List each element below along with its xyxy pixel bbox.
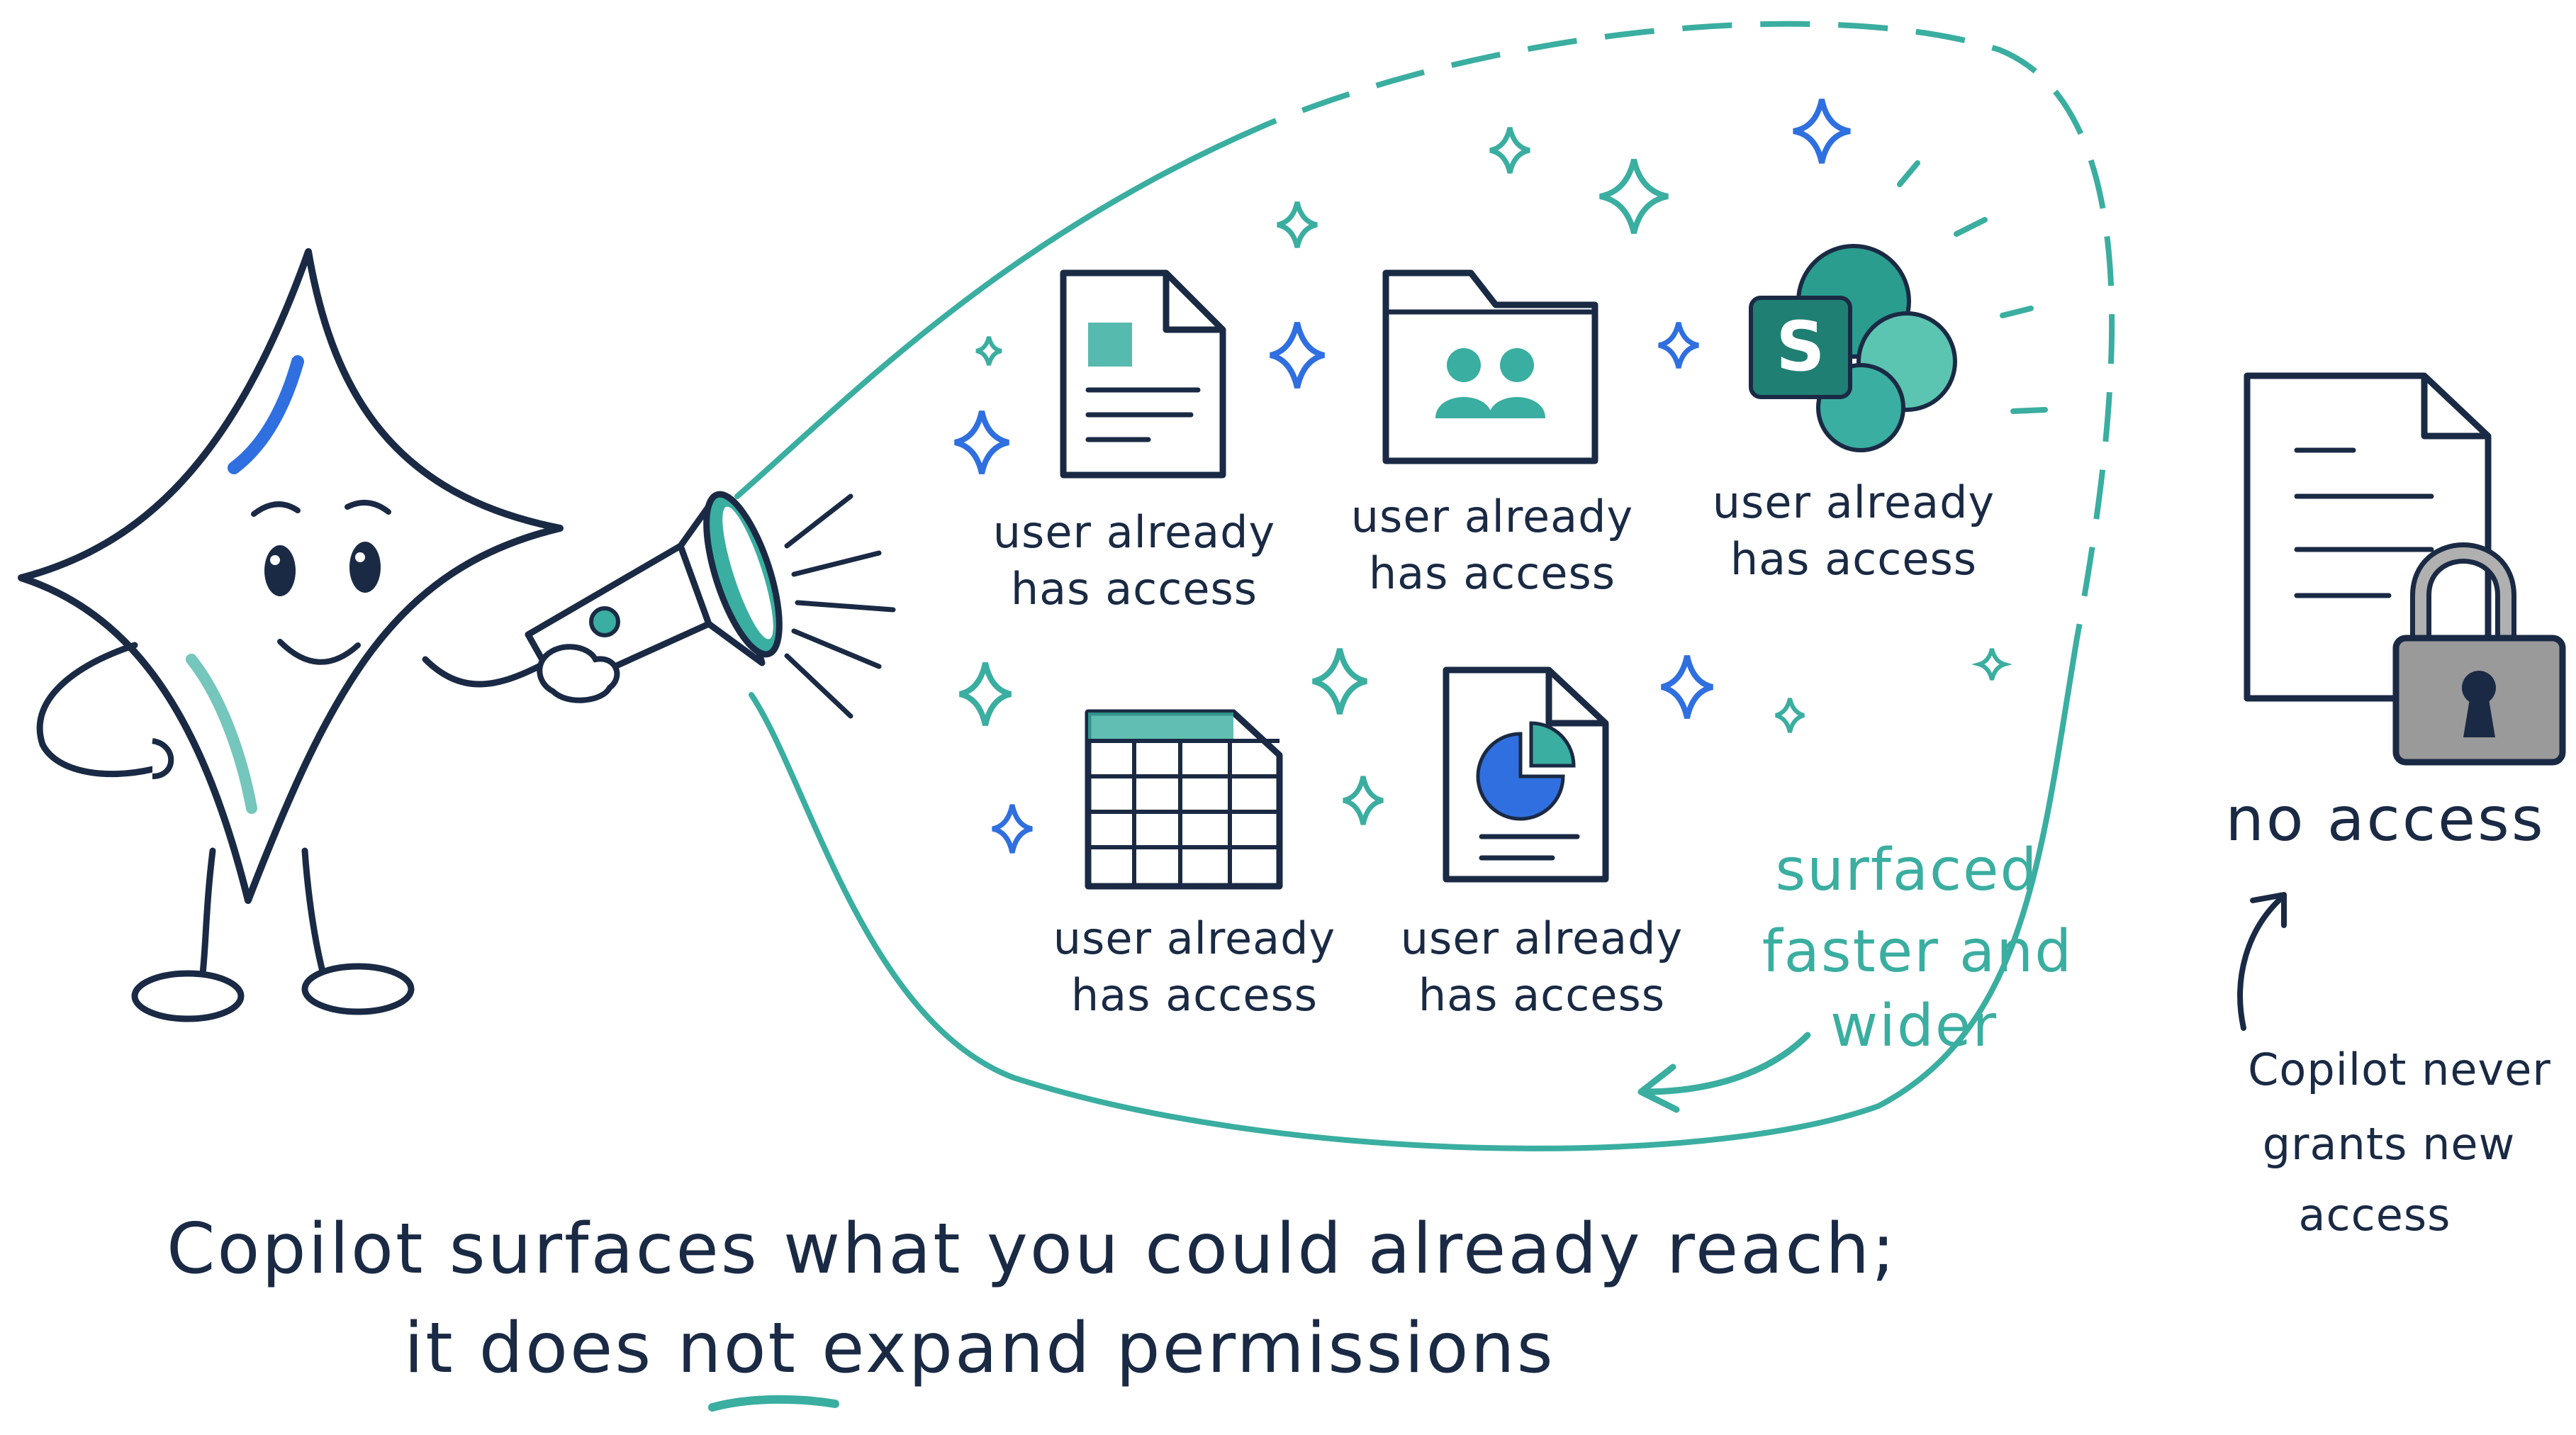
surfaced-note-line3: wider bbox=[1830, 993, 1998, 1060]
shared-folder-icon bbox=[1382, 269, 1598, 464]
item-2-label-line1: user already bbox=[1351, 491, 1633, 542]
locked-document-icon bbox=[2244, 372, 2566, 766]
sparkles bbox=[954, 99, 2048, 854]
item-5-label-line2: has access bbox=[1418, 969, 1665, 1021]
document-icon bbox=[1060, 269, 1226, 479]
flashlight-icon bbox=[525, 491, 783, 703]
surfaced-note-line1: surfaced bbox=[1775, 837, 2038, 904]
sharepoint-letter: S bbox=[1776, 307, 1825, 386]
sparkle-icon bbox=[1971, 648, 2012, 681]
emphasis-underline bbox=[708, 1395, 839, 1412]
caption-line2-start: it does bbox=[404, 1308, 677, 1389]
no-access-label: no access bbox=[2225, 784, 2545, 855]
item-5-label-line1: user already bbox=[1401, 912, 1683, 964]
sparkle-icon bbox=[1775, 698, 1805, 733]
sparkle-icon bbox=[975, 336, 1002, 366]
curved-arrow-icon bbox=[1637, 1032, 1811, 1113]
sparkle-icon bbox=[958, 662, 1012, 726]
never-grants-line2: grants new bbox=[2263, 1118, 2516, 1170]
spreadsheet-icon bbox=[1085, 709, 1283, 890]
sparkle-icon bbox=[992, 804, 1033, 854]
never-grants-line1: Copilot never bbox=[2248, 1044, 2551, 1095]
sparkle-icon bbox=[1599, 159, 1669, 234]
item-1-label-line2: has access bbox=[1011, 563, 1258, 615]
caption-line2-end: expand permissions bbox=[797, 1308, 1555, 1389]
item-4-label-line2: has access bbox=[1071, 969, 1318, 1021]
never-grants-line3: access bbox=[2299, 1189, 2451, 1241]
sparkle-icon bbox=[1793, 99, 1851, 164]
sparkle-icon bbox=[954, 411, 1009, 474]
up-arrow-icon bbox=[2237, 892, 2287, 1031]
surfaced-note-line2: faster and bbox=[1762, 918, 2073, 985]
caption-emphasis-not: not bbox=[677, 1308, 797, 1389]
item-2-label-line2: has access bbox=[1369, 547, 1615, 599]
light-rays bbox=[784, 493, 896, 719]
sharepoint-icon: S bbox=[1749, 244, 1957, 452]
item-4-label-line1: user already bbox=[1053, 912, 1335, 964]
item-3-label-line2: has access bbox=[1730, 533, 1977, 585]
sparkle-icon bbox=[1311, 648, 1368, 715]
sparkle-icon bbox=[1269, 322, 1326, 389]
sparkle-icon bbox=[1277, 201, 1318, 248]
caption-line1: Copilot surfaces what you could already … bbox=[167, 1209, 1897, 1290]
item-1-label-line1: user already bbox=[993, 506, 1275, 558]
item-3-label-line1: user already bbox=[1713, 476, 1995, 528]
copilot-star-mascot-icon bbox=[18, 248, 564, 1022]
sparkle-icon bbox=[1660, 655, 1714, 719]
sparkle-icon bbox=[1343, 776, 1384, 825]
light-beam-outline-dashed bbox=[1275, 20, 2116, 639]
caption-line2: it does not expand permissions bbox=[404, 1308, 1555, 1389]
sparkle-icon bbox=[1489, 127, 1530, 174]
report-chart-icon bbox=[1443, 666, 1609, 883]
sparkle-icon bbox=[1658, 322, 1699, 369]
